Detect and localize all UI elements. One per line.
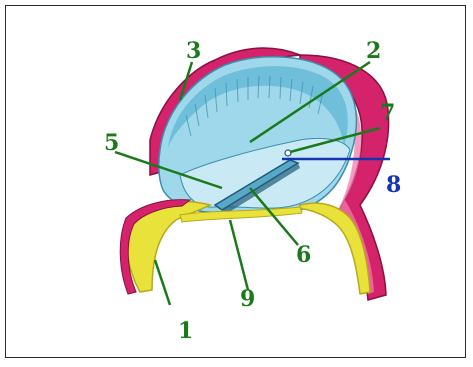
- label-3: 3: [186, 38, 201, 64]
- label-1: 1: [178, 318, 193, 344]
- leader-9: [230, 220, 248, 290]
- label-2: 2: [366, 38, 381, 64]
- label-9: 9: [240, 286, 255, 312]
- label-5: 5: [104, 130, 119, 156]
- leader-1: [155, 260, 170, 305]
- label-6: 6: [296, 242, 311, 268]
- label-8: 8: [386, 172, 401, 198]
- label-7: 7: [380, 100, 395, 126]
